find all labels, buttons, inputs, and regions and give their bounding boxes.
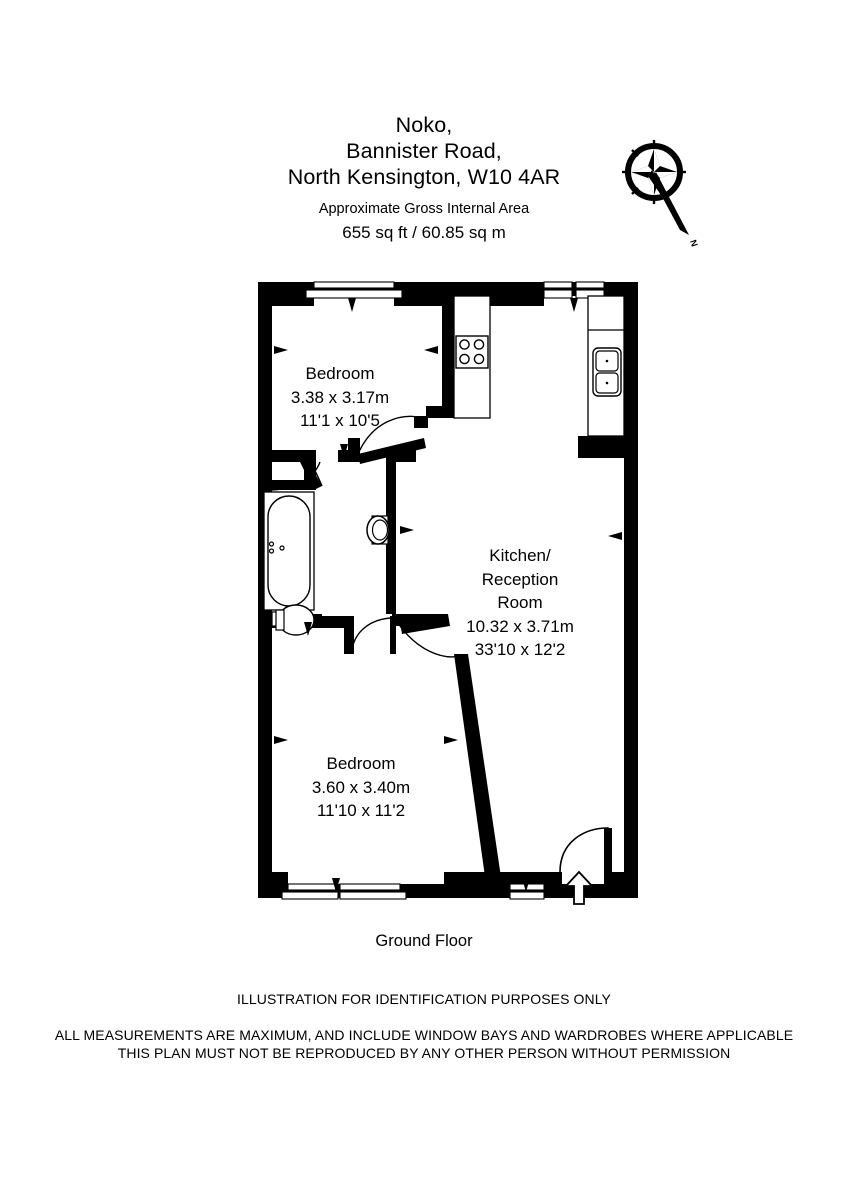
room-label-bedroom-1: Bedroom 3.38 x 3.17m 11'1 x 10'5 bbox=[250, 362, 430, 433]
room-dim-metric: 3.38 x 3.17m bbox=[290, 387, 390, 407]
room-name-line-1: Kitchen/ bbox=[489, 546, 551, 565]
toilet-icon bbox=[271, 604, 315, 636]
disclaimer-block: ALL MEASUREMENTS ARE MAXIMUM, AND INCLUD… bbox=[0, 1026, 848, 1062]
room-label-bedroom-2: Bedroom 3.60 x 3.40m 11'10 x 11'2 bbox=[268, 752, 454, 823]
room-name: Bedroom bbox=[305, 364, 375, 383]
compass-rose-icon: N bbox=[616, 136, 708, 248]
address-line-2: Bannister Road, bbox=[346, 139, 502, 163]
room-name: Bedroom bbox=[326, 754, 396, 773]
area-caption: Approximate Gross Internal Area bbox=[318, 201, 530, 217]
room-dim-imperial: 11'10 x 11'2 bbox=[316, 801, 406, 820]
wash-basin-icon bbox=[366, 515, 390, 545]
area-value: 655 sq ft / 60.85 sq m bbox=[342, 223, 506, 242]
wall-bedroom2-angled bbox=[454, 654, 502, 884]
room-dim-metric: 10.32 x 3.71m bbox=[466, 616, 574, 636]
door-bedroom2-hall[interactable] bbox=[351, 616, 396, 655]
disclaimer-line-1: ILLUSTRATION FOR IDENTIFICATION PURPOSES… bbox=[237, 991, 611, 1007]
address-line-1: Noko, bbox=[395, 113, 453, 137]
double-sink-icon bbox=[592, 347, 622, 397]
floor-label: Ground Floor bbox=[375, 932, 473, 950]
room-name-line-2: Reception bbox=[481, 569, 559, 589]
bathtub-icon bbox=[263, 491, 315, 611]
disclaimer-line-2a: ALL MEASUREMENTS ARE MAXIMUM, AND INCLUD… bbox=[54, 1027, 794, 1043]
room-dim-imperial: 33'10 x 12'2 bbox=[474, 640, 566, 659]
window-bedroom2-bottom-right bbox=[339, 883, 407, 900]
wall-bedroom1-kitchen bbox=[414, 296, 454, 428]
door-bathroom[interactable] bbox=[267, 457, 323, 491]
wall-kitchen-right-stub bbox=[578, 436, 638, 458]
dimension-markers bbox=[274, 298, 622, 892]
compass-north-label: N bbox=[688, 239, 700, 248]
hob-four-burner-icon bbox=[455, 335, 489, 369]
room-dim-imperial: 11'1 x 10'5 bbox=[300, 411, 380, 430]
floor-plan-drawing bbox=[248, 272, 648, 908]
entry-arrow-icon bbox=[563, 870, 595, 905]
room-label-kitchen-reception-room: Kitchen/ Reception Room 10.32 x 3.71m 33… bbox=[432, 544, 608, 662]
room-dim-metric: 3.60 x 3.40m bbox=[311, 777, 411, 797]
room-name-line-3: Room bbox=[497, 593, 543, 612]
plan-header: Noko, Bannister Road, North Kensington, … bbox=[0, 112, 848, 244]
window-kitchen-top-left bbox=[543, 281, 573, 299]
window-bedroom1-top bbox=[305, 281, 403, 299]
window-bedroom2-bottom-left bbox=[281, 883, 339, 900]
address-line-3: North Kensington, W10 4AR bbox=[287, 165, 561, 189]
entrance-door[interactable] bbox=[552, 827, 638, 898]
disclaimer-line-2b: THIS PLAN MUST NOT BE REPRODUCED BY ANY … bbox=[117, 1045, 731, 1061]
wall-hall-kitchen bbox=[386, 450, 416, 614]
